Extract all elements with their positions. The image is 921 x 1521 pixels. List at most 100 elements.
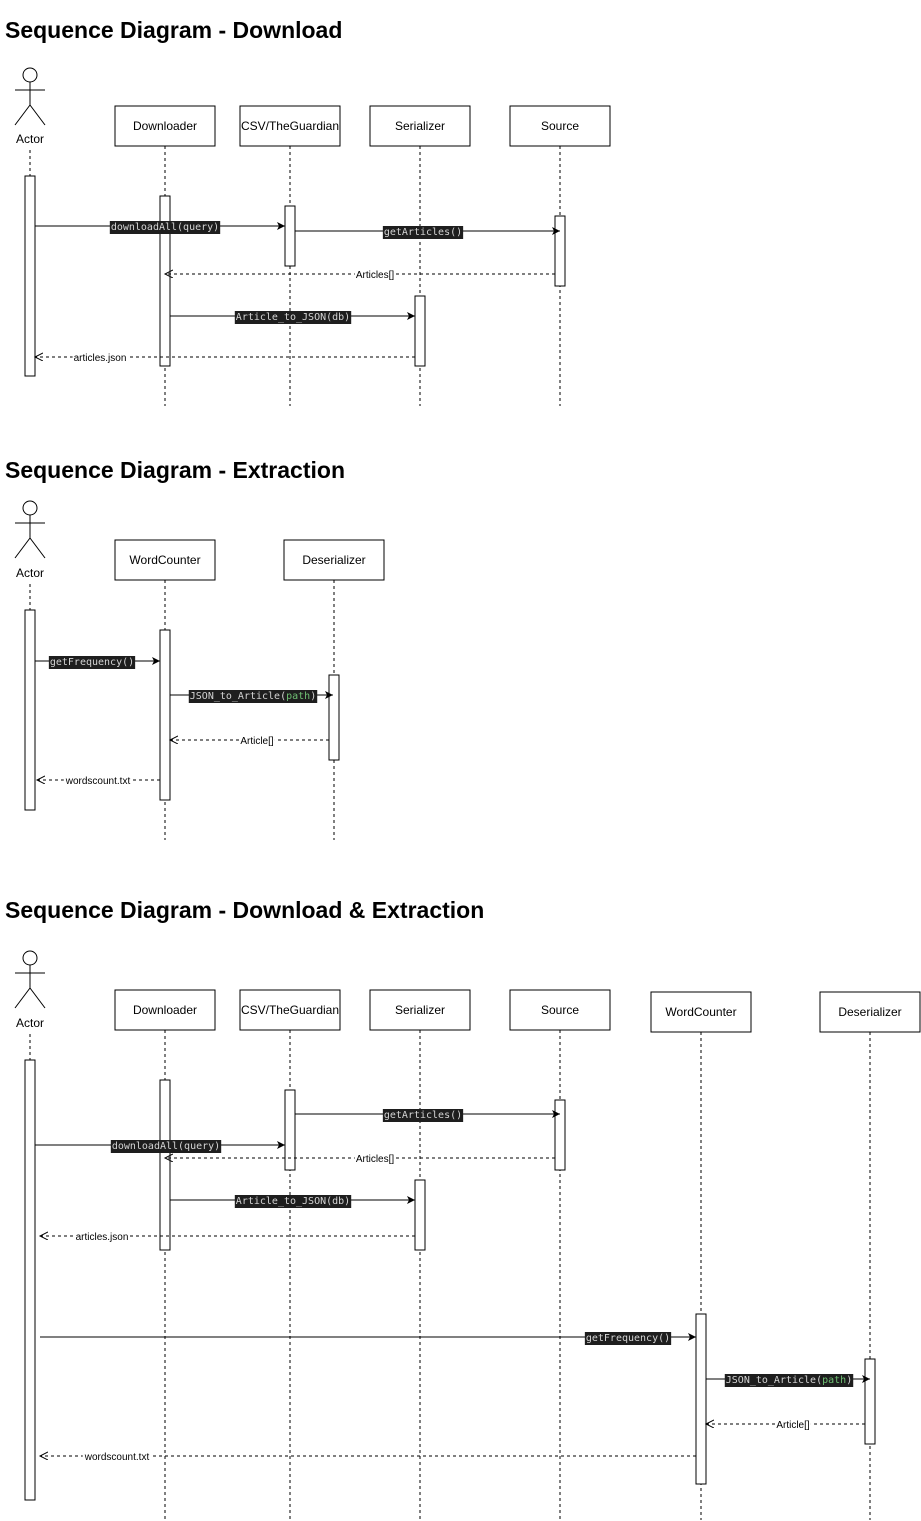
participant-csv: CSV/TheGuardian bbox=[239, 105, 341, 406]
participant-box-wordcounter bbox=[650, 991, 752, 1033]
call-label-bg bbox=[48, 656, 136, 669]
actor-head bbox=[22, 500, 38, 516]
participant-label-csv: CSV/TheGuardian bbox=[241, 119, 339, 133]
return-label-bg bbox=[354, 1153, 396, 1166]
message-call: Article_to_JSON(db) bbox=[170, 311, 415, 324]
message-call: getFrequency() bbox=[40, 1332, 696, 1345]
return-label: articles.json bbox=[74, 353, 127, 364]
participant-label-wordcounter: WordCounter bbox=[665, 1005, 736, 1019]
return-label: Articles[] bbox=[356, 1154, 395, 1165]
actor-head bbox=[22, 67, 38, 83]
return-label-bg bbox=[239, 735, 275, 748]
call-label-bg bbox=[109, 221, 221, 234]
participant-deserializer: Deserializer bbox=[819, 991, 921, 1520]
participant-serializer: Serializer bbox=[369, 989, 471, 1520]
activation-bar bbox=[328, 674, 340, 761]
activation-bar bbox=[284, 1089, 296, 1171]
call-label: Article_to_JSON(db) bbox=[236, 1196, 350, 1207]
activation-bar bbox=[554, 1099, 566, 1171]
participant-box-csv bbox=[239, 989, 341, 1031]
message-return: wordscount.txt bbox=[37, 775, 160, 788]
activation-bar bbox=[159, 1079, 171, 1251]
return-label: Articles[] bbox=[356, 270, 395, 281]
call-label: JSON_to_Article(path) bbox=[726, 1375, 852, 1386]
actor-activation-bar bbox=[24, 609, 36, 811]
activation-bar bbox=[414, 1179, 426, 1251]
message-call: Article_to_JSON(db) bbox=[170, 1195, 415, 1208]
participant-box-downloader bbox=[114, 105, 216, 147]
call-label: getArticles() bbox=[384, 1110, 462, 1121]
participant-box-deserializer bbox=[819, 991, 921, 1033]
participant-box-source bbox=[509, 105, 611, 147]
call-label-bg bbox=[382, 226, 464, 239]
actor-head bbox=[22, 950, 38, 966]
return-label-bg bbox=[74, 1231, 130, 1244]
call-label-bg bbox=[584, 1332, 672, 1345]
message-return: Articles[] bbox=[165, 1153, 555, 1166]
message-call: getFrequency() bbox=[35, 656, 160, 669]
call-label-argument: path bbox=[822, 1375, 846, 1386]
participant-deserializer: Deserializer bbox=[283, 539, 385, 840]
call-label: getFrequency() bbox=[50, 657, 134, 668]
message-return: wordscount.txt bbox=[40, 1451, 696, 1464]
return-label-bg bbox=[82, 1451, 151, 1464]
actor-leg-left bbox=[14, 104, 31, 126]
call-label: JSON_to_Article(path) bbox=[190, 691, 316, 702]
actor-figure: Actor bbox=[14, 67, 46, 377]
participant-source: Source bbox=[509, 105, 611, 406]
message-return: Article[] bbox=[170, 735, 329, 748]
participant-label-deserializer: Deserializer bbox=[838, 1005, 901, 1019]
participant-box-source bbox=[509, 989, 611, 1031]
call-label-argument: path bbox=[286, 691, 310, 702]
message-call: getArticles() bbox=[295, 1109, 560, 1122]
message-call: getArticles() bbox=[295, 226, 560, 239]
activation-bar bbox=[414, 295, 426, 367]
participant-downloader: Downloader bbox=[114, 105, 216, 406]
return-label-bg bbox=[72, 352, 128, 365]
participant-label-wordcounter: WordCounter bbox=[129, 553, 200, 567]
return-label: articles.json bbox=[76, 1232, 129, 1243]
participant-label-deserializer: Deserializer bbox=[302, 553, 365, 567]
message-return: Articles[] bbox=[165, 269, 555, 282]
actor-leg-left bbox=[14, 537, 31, 559]
participant-label-serializer: Serializer bbox=[395, 1003, 445, 1017]
message-call: downloadAll(query) bbox=[35, 221, 285, 234]
message-return: articles.json bbox=[40, 1231, 415, 1244]
actor-leg-left bbox=[14, 987, 31, 1009]
activation-bar bbox=[554, 215, 566, 287]
actor-figure: Actor bbox=[14, 500, 46, 811]
sequence-diagram-download-extraction: Sequence Diagram - Download & Extraction… bbox=[5, 897, 921, 1520]
call-label: downloadAll(query) bbox=[112, 1141, 220, 1152]
actor-leg-right bbox=[29, 537, 46, 559]
activation-bar bbox=[159, 629, 171, 801]
participant-label-downloader: Downloader bbox=[133, 1003, 197, 1017]
participant-box-serializer bbox=[369, 105, 471, 147]
actor-activation-bar bbox=[24, 1059, 36, 1501]
participant-downloader: Downloader bbox=[114, 989, 216, 1520]
activation-bar bbox=[695, 1313, 707, 1485]
participant-wordcounter: WordCounter bbox=[650, 991, 752, 1520]
call-label-bg bbox=[110, 1140, 222, 1153]
return-label-bg bbox=[354, 269, 396, 282]
actor-label: Actor bbox=[16, 132, 44, 146]
call-label-bg bbox=[234, 1195, 352, 1208]
activation-bar bbox=[284, 205, 296, 267]
message-return: Article[] bbox=[706, 1419, 865, 1432]
return-label: Article[] bbox=[776, 1420, 810, 1431]
call-label-bg bbox=[234, 311, 352, 324]
diagram-title: Sequence Diagram - Download bbox=[5, 17, 342, 43]
call-label-bg bbox=[724, 1374, 854, 1387]
participant-box-downloader bbox=[114, 989, 216, 1031]
return-label: wordscount.txt bbox=[84, 1452, 150, 1463]
participant-source: Source bbox=[509, 989, 611, 1520]
message-return: articles.json bbox=[35, 352, 415, 365]
participant-label-serializer: Serializer bbox=[395, 119, 445, 133]
call-label: getFrequency() bbox=[586, 1333, 670, 1344]
call-label: Article_to_JSON(db) bbox=[236, 312, 350, 323]
return-label-bg bbox=[775, 1419, 811, 1432]
call-label: getArticles() bbox=[384, 227, 462, 238]
return-label: wordscount.txt bbox=[65, 776, 131, 787]
actor-activation-bar bbox=[24, 175, 36, 377]
